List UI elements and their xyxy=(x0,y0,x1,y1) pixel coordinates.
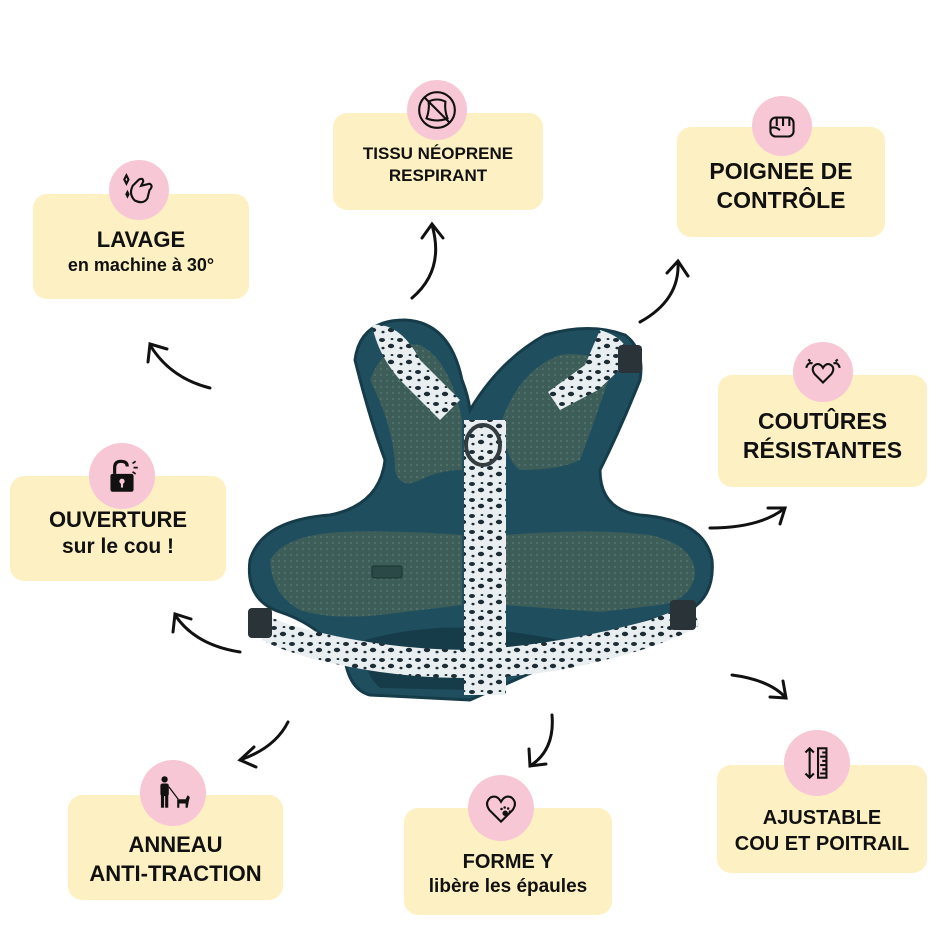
strong-heart-icon xyxy=(793,342,853,402)
feature-title-lavage: LAVAGE xyxy=(96,226,186,252)
feature-title-ouverture: OUVERTURE xyxy=(48,506,188,532)
feature-subtitle-forme: libère les épaules xyxy=(428,876,588,898)
feature-subtitle-coutures: RÉSISTANTES xyxy=(742,437,903,463)
feature-subtitle-ouverture: sur le cou ! xyxy=(61,535,175,559)
arrow-lavage xyxy=(148,343,212,390)
arrow-anneau xyxy=(238,720,290,762)
feature-subtitle-lavage: en machine à 30° xyxy=(67,255,215,276)
heart-paw-icon xyxy=(468,775,534,841)
feature-subtitle-anneau: ANTI-TRACTION xyxy=(89,860,262,886)
no-leather-icon xyxy=(407,80,467,140)
arrow-neoprene xyxy=(410,223,438,300)
dog-harness-image xyxy=(247,318,714,702)
feature-title-neoprene: TISSU NÉOPRENE xyxy=(362,143,514,163)
feature-title-poignee: POIGNEE DE xyxy=(709,157,853,184)
arrows xyxy=(146,221,788,769)
feature-title-anneau: ANNEAU xyxy=(128,832,223,858)
feature-subtitle-poignee: CONTRÔLE xyxy=(716,187,846,213)
arrow-ouverture xyxy=(173,613,242,654)
fist-icon xyxy=(752,96,812,156)
ruler-icon xyxy=(784,730,850,796)
feature-card-anneau: ANNEAU ANTI-TRACTION xyxy=(68,795,283,900)
arrow-poignee xyxy=(638,260,680,324)
feature-title-ajustable: AJUSTABLE xyxy=(762,807,882,830)
feature-subtitle-ajustable: COU ET POITRAIL xyxy=(734,833,910,855)
feature-subtitle-neoprene: RESPIRANT xyxy=(388,165,488,185)
washing-hand-icon xyxy=(109,160,169,220)
unlock-icon xyxy=(89,443,155,509)
feature-title-forme: FORME Y xyxy=(462,850,554,873)
person-dog-icon xyxy=(140,760,206,826)
arrow-forme xyxy=(528,713,554,768)
feature-title-coutures: COUTÛRES xyxy=(757,407,888,434)
arrow-coutures xyxy=(708,506,787,530)
arrow-ajustable xyxy=(730,673,788,700)
